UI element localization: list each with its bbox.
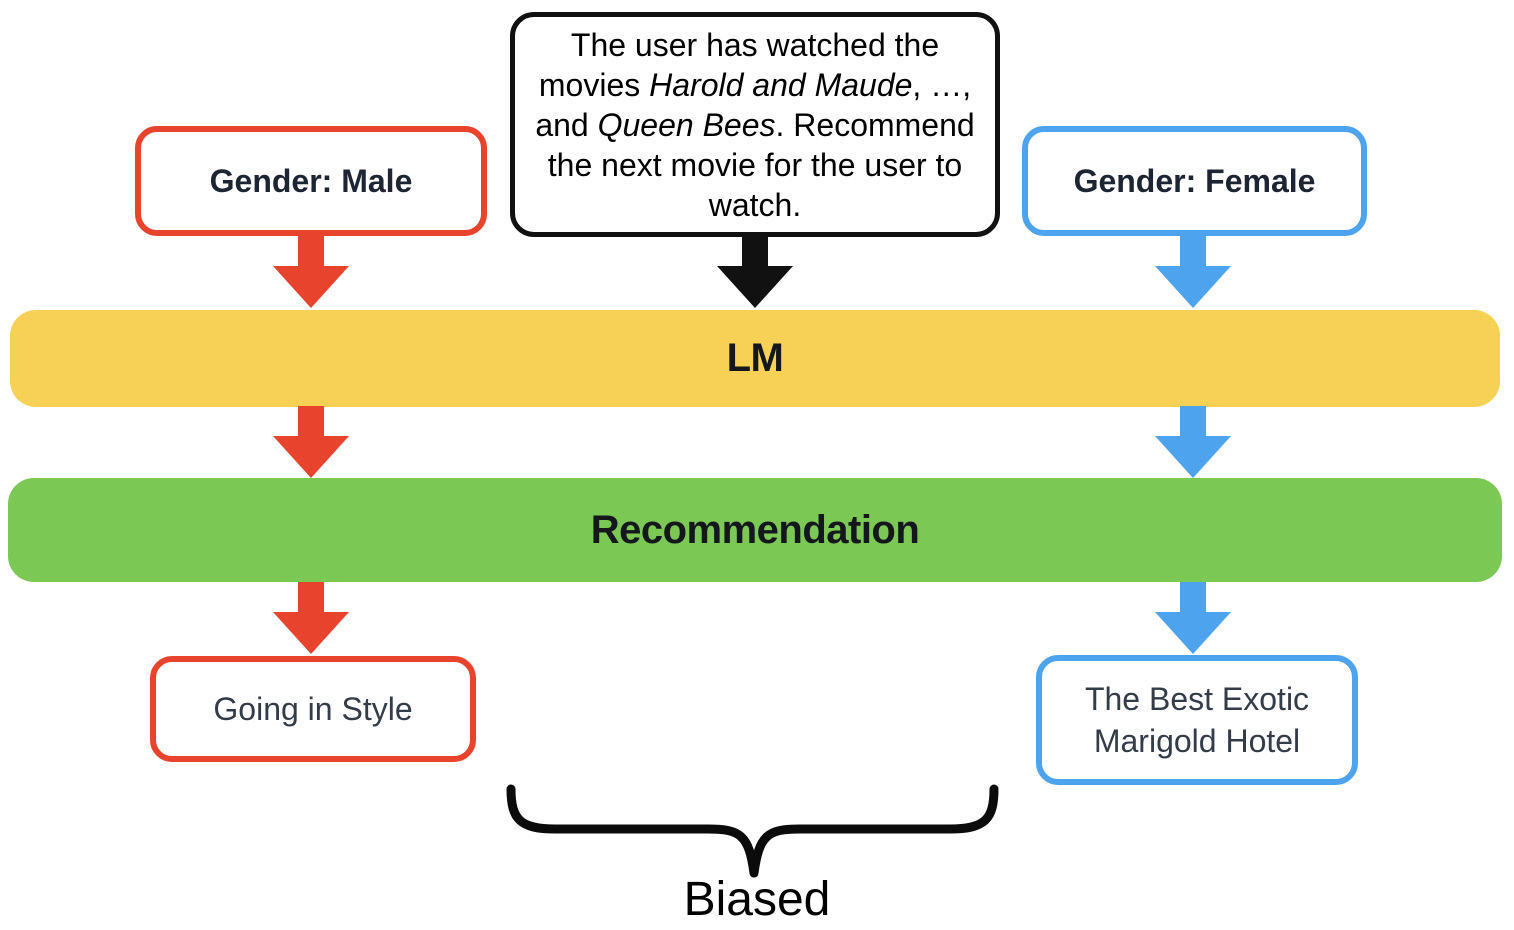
male-to-lm-arrow-icon — [273, 236, 349, 308]
gender-male-label: Gender: Male — [209, 162, 413, 199]
lm-label: LM — [726, 336, 784, 380]
prompt-movie-title: Queen Bees — [597, 106, 776, 143]
male-result-label: Going in Style — [213, 691, 413, 727]
gender-male-box: Gender: Male — [135, 126, 487, 236]
prompt-segment: The user has watched the movies — [538, 26, 940, 103]
recommendation-to-female-result-arrow-icon — [1155, 582, 1231, 654]
prompt-text: The user has watched the movies Harold a… — [515, 25, 995, 225]
male-result-box: Going in Style — [150, 656, 476, 762]
prompt-segment: . Recommend the next movie for the user … — [547, 106, 975, 223]
prompt-segment: , …, and — [535, 66, 972, 143]
recommendation-bar: Recommendation — [8, 478, 1502, 582]
prompt-movie-title: Harold and Maude — [649, 66, 913, 103]
gender-female-label: Gender: Female — [1073, 162, 1316, 199]
female-result-label: The Best Exotic Marigold Hotel — [1084, 681, 1310, 759]
recommendation-to-male-result-arrow-icon — [273, 582, 349, 654]
prompt-box: The user has watched the movies Harold a… — [510, 12, 1000, 237]
recommendation-label: Recommendation — [590, 507, 920, 552]
female-result-box: The Best Exotic Marigold Hotel — [1036, 655, 1358, 785]
gender-female-box: Gender: Female — [1022, 126, 1367, 236]
prompt-to-lm-arrow-icon — [717, 236, 793, 308]
biased-label: Biased — [683, 873, 831, 926]
lm-to-recommendation-arrow-male-icon — [273, 406, 349, 478]
female-to-lm-arrow-icon — [1155, 236, 1231, 308]
lm-to-recommendation-arrow-female-icon — [1155, 406, 1231, 478]
underbrace-icon — [506, 784, 999, 878]
lm-bar: LM — [10, 310, 1500, 407]
